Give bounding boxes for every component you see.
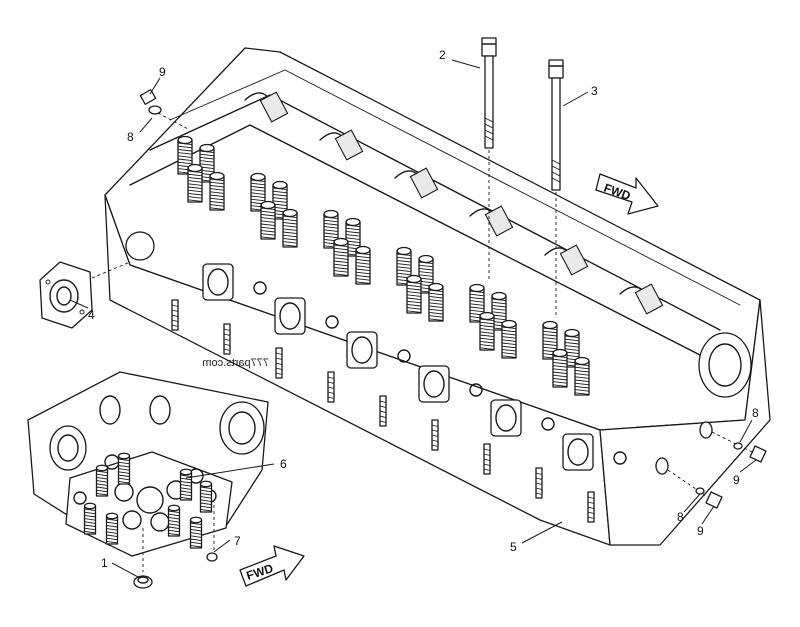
inset-valve-springs <box>83 452 213 549</box>
callout-9-right-upper: 9 <box>733 473 740 487</box>
stud <box>535 467 543 499</box>
plug-part-1 <box>133 528 153 589</box>
fwd-label-top: FWD <box>602 181 633 204</box>
underside-view-inset <box>27 371 269 557</box>
stud <box>587 491 595 523</box>
callout-8-top-left: 8 <box>127 130 134 144</box>
valve-spring <box>189 516 203 549</box>
valve-spring <box>209 171 225 211</box>
callout-labels: 1 2 3 4 5 6 7 8 8 8 9 9 9 <box>88 48 759 570</box>
valve-spring <box>167 504 181 537</box>
stud <box>171 299 179 331</box>
exhaust-port <box>346 331 411 369</box>
head-bolt-3 <box>548 59 564 318</box>
fwd-arrow-bottom: FWD <box>239 545 305 587</box>
exhaust-port <box>418 365 483 403</box>
valve-spring <box>187 163 203 203</box>
exhaust-port <box>274 297 339 335</box>
callout-8-right-lower: 8 <box>677 510 684 524</box>
fitting-top-left <box>139 89 191 131</box>
valve-spring <box>574 356 590 396</box>
valve-spring <box>282 208 298 248</box>
valve-spring <box>355 245 371 285</box>
valve-spring <box>396 246 412 286</box>
valve-spring <box>333 237 349 277</box>
stud <box>483 443 491 475</box>
exhaust-port <box>562 433 627 471</box>
exhaust-port <box>490 399 555 437</box>
exhaust-ports <box>202 263 627 471</box>
callout-7: 7 <box>234 534 241 548</box>
dowel-part-7 <box>206 505 218 562</box>
valve-spring <box>260 200 276 240</box>
valve-spring <box>117 452 131 485</box>
valve-spring <box>95 464 109 497</box>
valve-spring <box>406 274 422 314</box>
callout-leaders <box>69 59 757 579</box>
stud <box>275 347 283 379</box>
valve-spring <box>428 282 444 322</box>
valve-spring <box>552 348 568 388</box>
manifold-studs <box>171 299 595 523</box>
valve-spring <box>469 283 485 323</box>
callout-9-top-left: 9 <box>159 65 166 79</box>
valve-spring <box>542 320 558 360</box>
callout-4: 4 <box>88 308 95 322</box>
end-cover-plate <box>39 231 155 329</box>
valve-spring <box>323 209 339 249</box>
callout-8-right-upper: 8 <box>752 406 759 420</box>
stud <box>431 419 439 451</box>
valve-spring <box>250 172 266 212</box>
valve-spring <box>83 502 97 535</box>
valve-spring <box>179 468 193 501</box>
valve-spring <box>105 512 119 545</box>
fitting-right-upper <box>699 421 767 463</box>
fwd-arrow-top: FWD <box>595 173 659 215</box>
valve-spring <box>177 135 193 175</box>
valve-spring <box>491 291 507 331</box>
callout-5: 5 <box>510 540 517 554</box>
callout-1: 1 <box>101 556 108 570</box>
stud <box>379 395 387 427</box>
valve-springs <box>177 135 590 396</box>
callout-6: 6 <box>280 457 287 471</box>
valve-spring <box>479 311 495 351</box>
stud <box>223 323 231 355</box>
callout-2: 2 <box>439 48 446 62</box>
callout-9-right-lower: 9 <box>697 524 704 538</box>
head-bolt-2 <box>481 37 497 280</box>
watermark: 777parts.com <box>202 357 269 369</box>
stud <box>327 371 335 403</box>
exhaust-port <box>202 263 267 301</box>
valve-spring <box>564 328 580 368</box>
valve-spring <box>501 319 517 359</box>
valve-spring <box>199 480 213 513</box>
callout-3: 3 <box>591 84 598 98</box>
